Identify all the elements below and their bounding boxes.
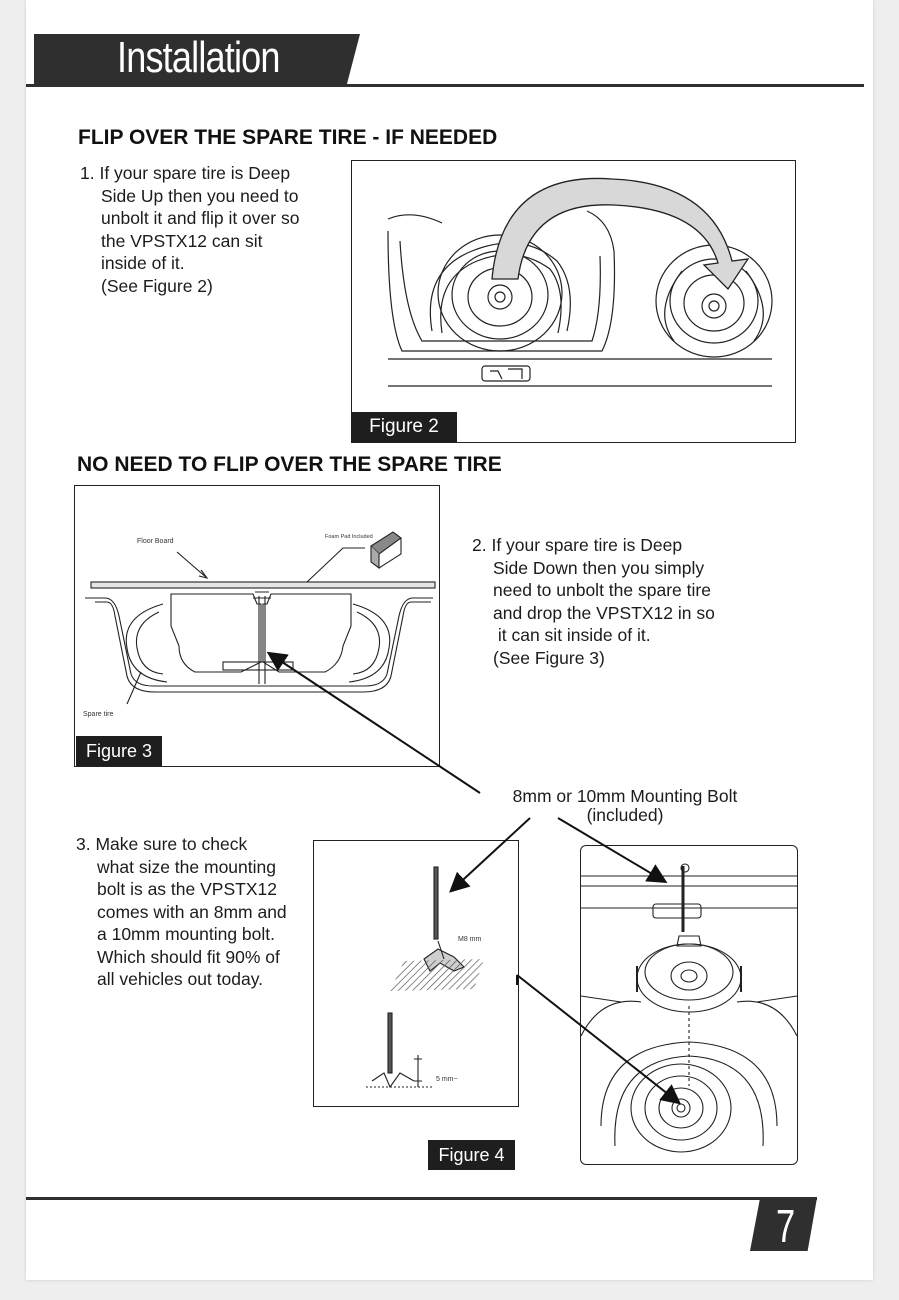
step-line: unbolt it and flip it over so <box>101 208 300 228</box>
step-line: inside of it. <box>101 253 185 273</box>
mounting-bolt-callout: 8mm or 10mm Mounting Bolt (included) <box>498 787 752 825</box>
step-1-text: 1. If your spare tire is Deep Side Up th… <box>80 162 299 297</box>
step-line: Side Down then you simply <box>493 557 705 578</box>
figure-3-illustration: Floor Board Foam Pad Included Spare tire <box>83 531 436 718</box>
step-line: it can sit inside of it. <box>493 625 651 645</box>
step-3-text: 3. Make sure to check what size the moun… <box>76 833 287 991</box>
page-title: Installation <box>117 33 280 82</box>
gap-annotation: 5 mm~ <box>436 1076 458 1083</box>
header-tab <box>34 34 360 84</box>
m8-annotation: M8 mm <box>458 936 482 943</box>
figure-2-illustration <box>387 177 773 387</box>
figure-4-bolt-panel: M8 mm 5 mm~ <box>313 840 519 1107</box>
bolt-detail-illustration: M8 mm 5 mm~ <box>366 866 484 1089</box>
step-line: what size the mounting <box>97 856 276 877</box>
step-line: Which should fit 90% of <box>97 946 280 967</box>
step-line: a 10mm mounting bolt. <box>97 924 276 944</box>
figure-4-trunk-panel <box>580 845 798 1165</box>
step-line: all vehicles out today. <box>97 969 264 989</box>
step-2-text: 2. If your spare tire is Deep Side Down … <box>472 534 715 669</box>
step-line: comes with an 8mm and <box>97 901 287 922</box>
step-line: the VPSTX12 can sit <box>101 230 263 251</box>
figure-2-frame <box>351 160 796 443</box>
step-line: (See Figure 3) <box>493 647 605 668</box>
foam-pad-annotation: Foam Pad Included <box>325 534 373 540</box>
footer-divider <box>26 1197 817 1200</box>
figure-3-frame: Floor Board Foam Pad Included Spare tire <box>74 485 440 767</box>
floor-board-annotation: Floor Board <box>137 538 174 545</box>
figure-3-label: Figure 3 <box>76 736 162 766</box>
step-line: and drop the VPSTX12 in so <box>493 602 715 623</box>
section-heading-flip: FLIP OVER THE SPARE TIRE - IF NEEDED <box>78 126 498 149</box>
section-heading-no-flip: NO NEED TO FLIP OVER THE SPARE TIRE <box>77 453 502 476</box>
step-line: need to unbolt the spare tire <box>493 580 711 600</box>
header-divider <box>26 84 864 87</box>
step-line: bolt is as the VPSTX12 <box>97 879 277 899</box>
figure-4-label: Figure 4 <box>428 1140 515 1170</box>
step-line: 1. If your spare tire is Deep <box>80 163 291 183</box>
callout-title: 8mm or 10mm Mounting Bolt <box>512 786 738 806</box>
figure-2-label: Figure 2 <box>351 412 457 442</box>
spare-tire-annotation: Spare tire <box>83 711 113 718</box>
trunk-install-illustration <box>580 863 798 1153</box>
step-line: 3. Make sure to check <box>76 834 248 854</box>
page-number: 7 <box>776 1200 796 1252</box>
step-line: Side Up then you need to <box>101 185 299 206</box>
step-line: 2. If your spare tire is Deep <box>472 535 683 555</box>
page-number-tab <box>750 1198 817 1251</box>
callout-subtitle: (included) <box>586 805 664 825</box>
step-line: (See Figure 2) <box>101 275 213 296</box>
